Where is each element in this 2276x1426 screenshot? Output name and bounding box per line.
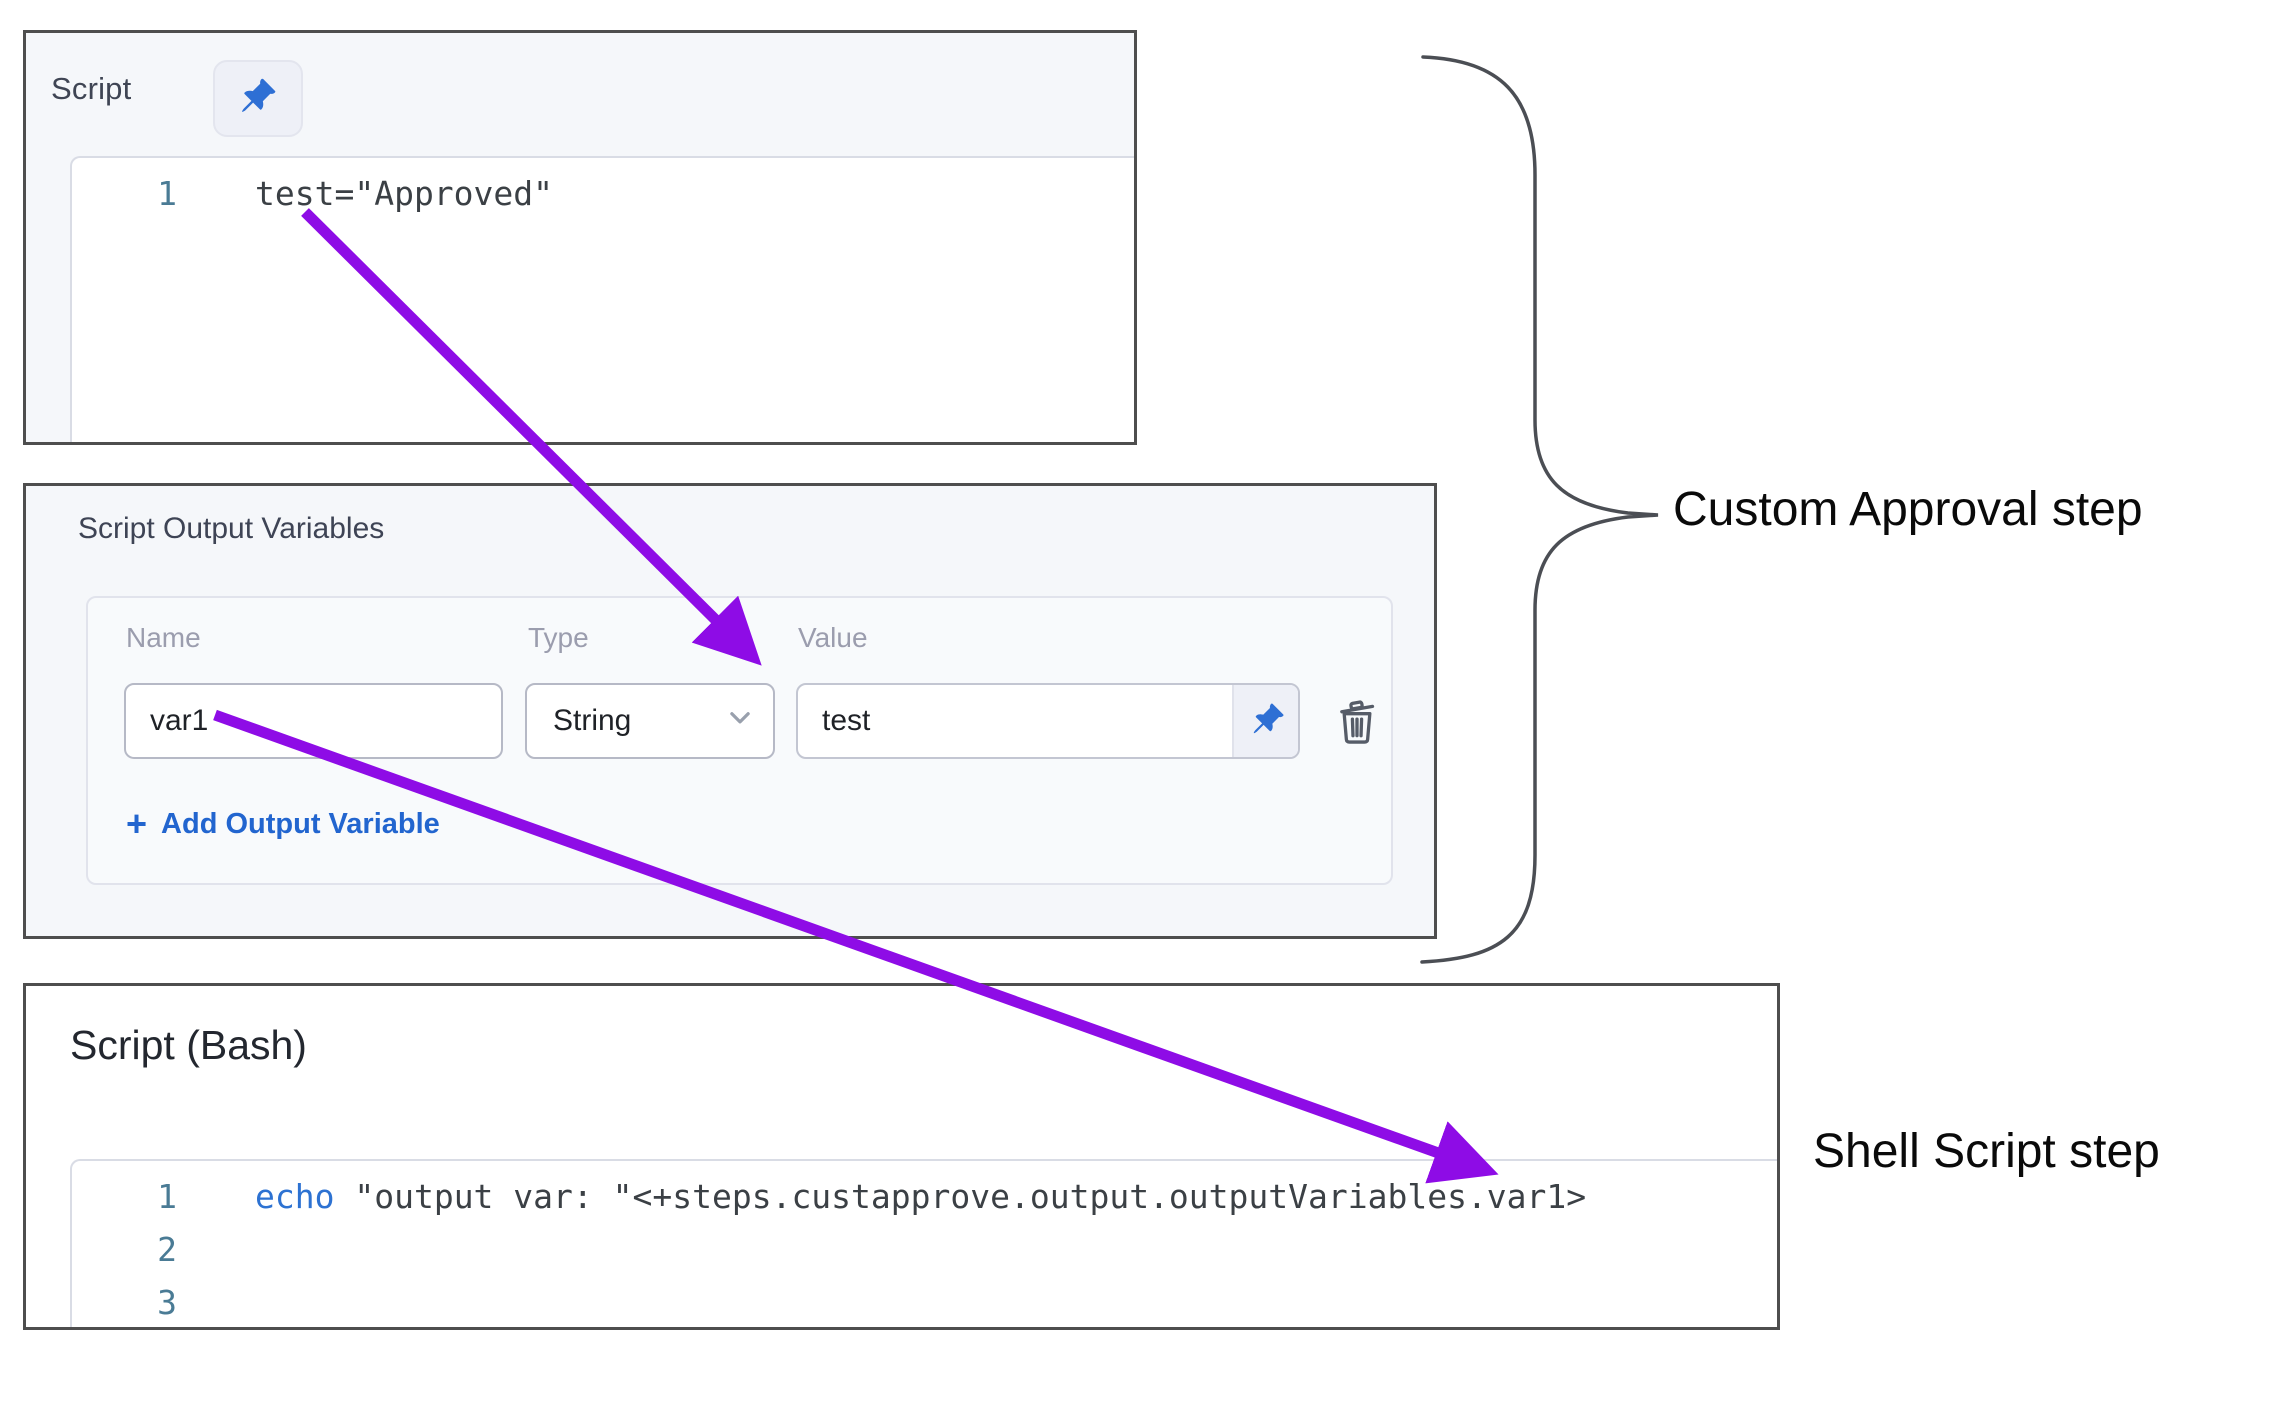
add-output-variable-label: Add Output Variable xyxy=(161,807,440,840)
keyword-echo: echo xyxy=(255,1177,335,1216)
code-text: echo "output var: "<+steps.custapprove.o… xyxy=(255,1170,1586,1223)
plus-icon: + xyxy=(126,803,148,844)
variable-name-input[interactable] xyxy=(124,683,503,759)
shell-panel-title: Script (Bash) xyxy=(70,1022,307,1068)
script-output-variables-panel: Script Output Variables Name Type Value … xyxy=(23,483,1437,939)
variable-type-select[interactable]: String xyxy=(525,683,775,759)
pin-button[interactable] xyxy=(213,60,303,137)
line-number: 3 xyxy=(157,1283,177,1322)
name-column-label: Name xyxy=(126,622,201,653)
curly-brace xyxy=(1420,55,1659,964)
vars-panel-title: Script Output Variables xyxy=(78,512,385,545)
value-column-label: Value xyxy=(798,622,868,653)
shell-script-panel: Script (Bash) 1 echo "output var: "<+ste… xyxy=(23,983,1780,1330)
shell-script-step-label: Shell Script step xyxy=(1813,1125,2160,1178)
code-line: 1 echo "output var: "<+steps.custapprove… xyxy=(72,1170,1777,1223)
chevron-down-icon xyxy=(727,704,753,738)
approval-script-editor[interactable]: 1 test="Approved" xyxy=(70,156,1134,442)
variable-value-group xyxy=(796,683,1300,759)
line-number: 1 xyxy=(157,174,177,213)
pushpin-icon xyxy=(239,77,277,120)
trash-icon xyxy=(1335,697,1379,750)
script-panel-title: Script xyxy=(51,71,132,106)
code-rest: "output var: "<+steps.custapprove.output… xyxy=(334,1177,1587,1216)
custom-approval-step-label: Custom Approval step xyxy=(1673,483,2143,536)
type-column-label: Type xyxy=(528,622,589,653)
pushpin-icon xyxy=(1251,702,1285,741)
code-line: 3 xyxy=(72,1276,1777,1329)
add-output-variable-button[interactable]: + Add Output Variable xyxy=(126,803,440,845)
line-number: 1 xyxy=(157,1177,177,1216)
selected-type-value: String xyxy=(553,704,632,737)
shell-script-editor[interactable]: 1 echo "output var: "<+steps.custapprove… xyxy=(70,1159,1777,1327)
variable-value-input[interactable] xyxy=(798,685,1232,757)
line-number: 2 xyxy=(157,1230,177,1269)
code-line: 2 xyxy=(72,1223,1777,1276)
output-variables-card: Name Type Value String xyxy=(86,596,1393,885)
code-line: 1 test="Approved" xyxy=(72,167,1134,220)
delete-variable-button[interactable] xyxy=(1331,695,1383,751)
custom-approval-script-panel: Script 1 test="Approved" xyxy=(23,30,1137,445)
code-text: test="Approved" xyxy=(255,174,554,213)
value-pin-button[interactable] xyxy=(1232,685,1298,757)
